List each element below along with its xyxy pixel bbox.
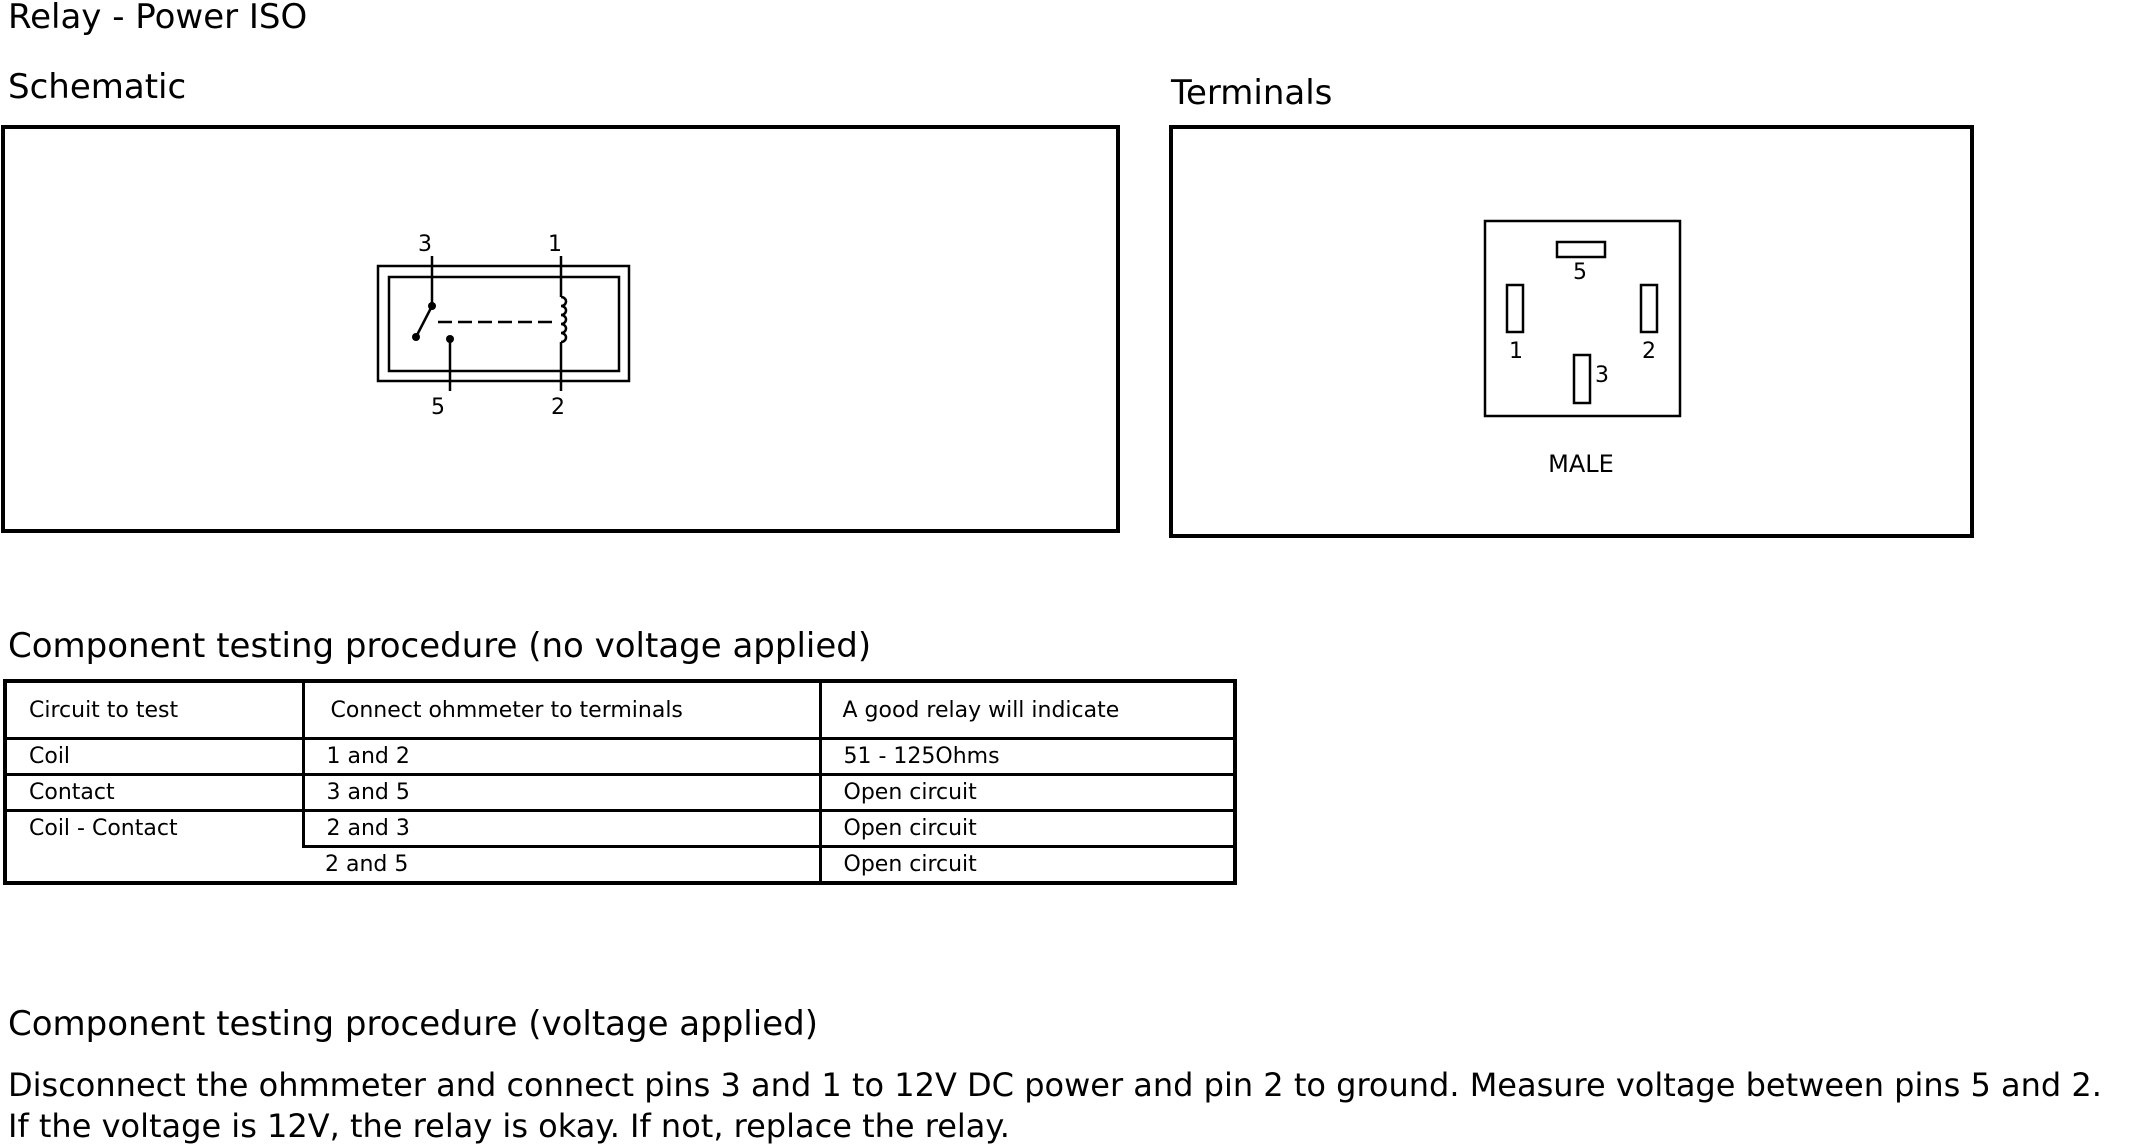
pin-label-5: 5: [431, 395, 445, 420]
table-row: Coil - Contact 2 and 3 Open circuit: [5, 810, 1235, 885]
relay-terminal-diagram: 5 1 2 3 MALE: [1483, 219, 1682, 478]
schematic-frame: 3 1 5 2: [1, 125, 1120, 533]
contact-dot: [412, 333, 420, 341]
pin-label-3: 3: [418, 232, 432, 257]
cell-circuit: Contact: [5, 774, 303, 812]
relay-inner-box: [387, 275, 621, 373]
connector-gender-label: MALE: [1548, 450, 1614, 478]
cell-circuit: Coil: [5, 738, 303, 776]
column-header-circuit: Circuit to test: [5, 681, 303, 740]
terminal-2: [1639, 283, 1659, 334]
contact-dot: [446, 335, 454, 343]
column-header-result: A good relay will indicate: [818, 681, 1235, 740]
voltage-test-instructions: Disconnect the ohmmeter and connect pins…: [8, 1066, 2102, 1145]
table-row: Coil 1 and 2 51 - 125Ohms: [5, 738, 1235, 776]
contact-dot: [428, 302, 436, 310]
schematic-heading: Schematic: [8, 67, 187, 107]
terminal-label-3: 3: [1595, 363, 1609, 388]
table-row: Contact 3 and 5 Open circuit: [5, 774, 1235, 812]
terminal-5: [1555, 240, 1607, 259]
cell-terminals: 2 and 5: [325, 852, 409, 877]
relay-outer-box: [376, 264, 631, 383]
no-voltage-test-table: Circuit to test Connect ohmmeter to term…: [3, 679, 1237, 885]
coil-icon: [560, 295, 568, 344]
terminals-heading: Terminals: [1171, 73, 1333, 113]
table-header-row: Circuit to test Connect ohmmeter to term…: [5, 681, 1235, 740]
column-header-terminals: Connect ohmmeter to terminals: [301, 681, 820, 740]
table-row: 2 and 5 Open circuit: [5, 846, 1235, 883]
voltage-heading: Component testing procedure (voltage app…: [8, 1004, 818, 1044]
pin-label-1: 1: [548, 232, 562, 257]
no-voltage-heading: Component testing procedure (no voltage …: [8, 626, 872, 666]
cell-result: Open circuit: [818, 810, 1235, 848]
terminal-1: [1505, 283, 1525, 334]
cell-terminals: 2 and 3: [301, 810, 820, 848]
cell-result: Open circuit: [818, 846, 1235, 883]
terminals-frame: 5 1 2 3 MALE: [1169, 125, 1974, 538]
cell-circuit: Coil - Contact: [5, 810, 303, 885]
terminal-label-5: 5: [1573, 260, 1587, 285]
cell-result: 51 - 125Ohms: [818, 738, 1235, 776]
page-title: Relay - Power ISO: [8, 0, 308, 37]
cell-terminals: 3 and 5: [301, 774, 820, 812]
cell-result: Open circuit: [818, 774, 1235, 812]
connector-body: [1483, 219, 1682, 418]
terminal-label-1: 1: [1509, 339, 1523, 364]
terminal-3: [1572, 353, 1592, 405]
cell-terminals: 1 and 2: [301, 738, 820, 776]
terminal-label-2: 2: [1642, 339, 1656, 364]
relay-schematic-diagram: 3 1 5 2: [376, 232, 631, 420]
switch-arm: [414, 305, 434, 338]
pin-label-2: 2: [551, 395, 565, 420]
